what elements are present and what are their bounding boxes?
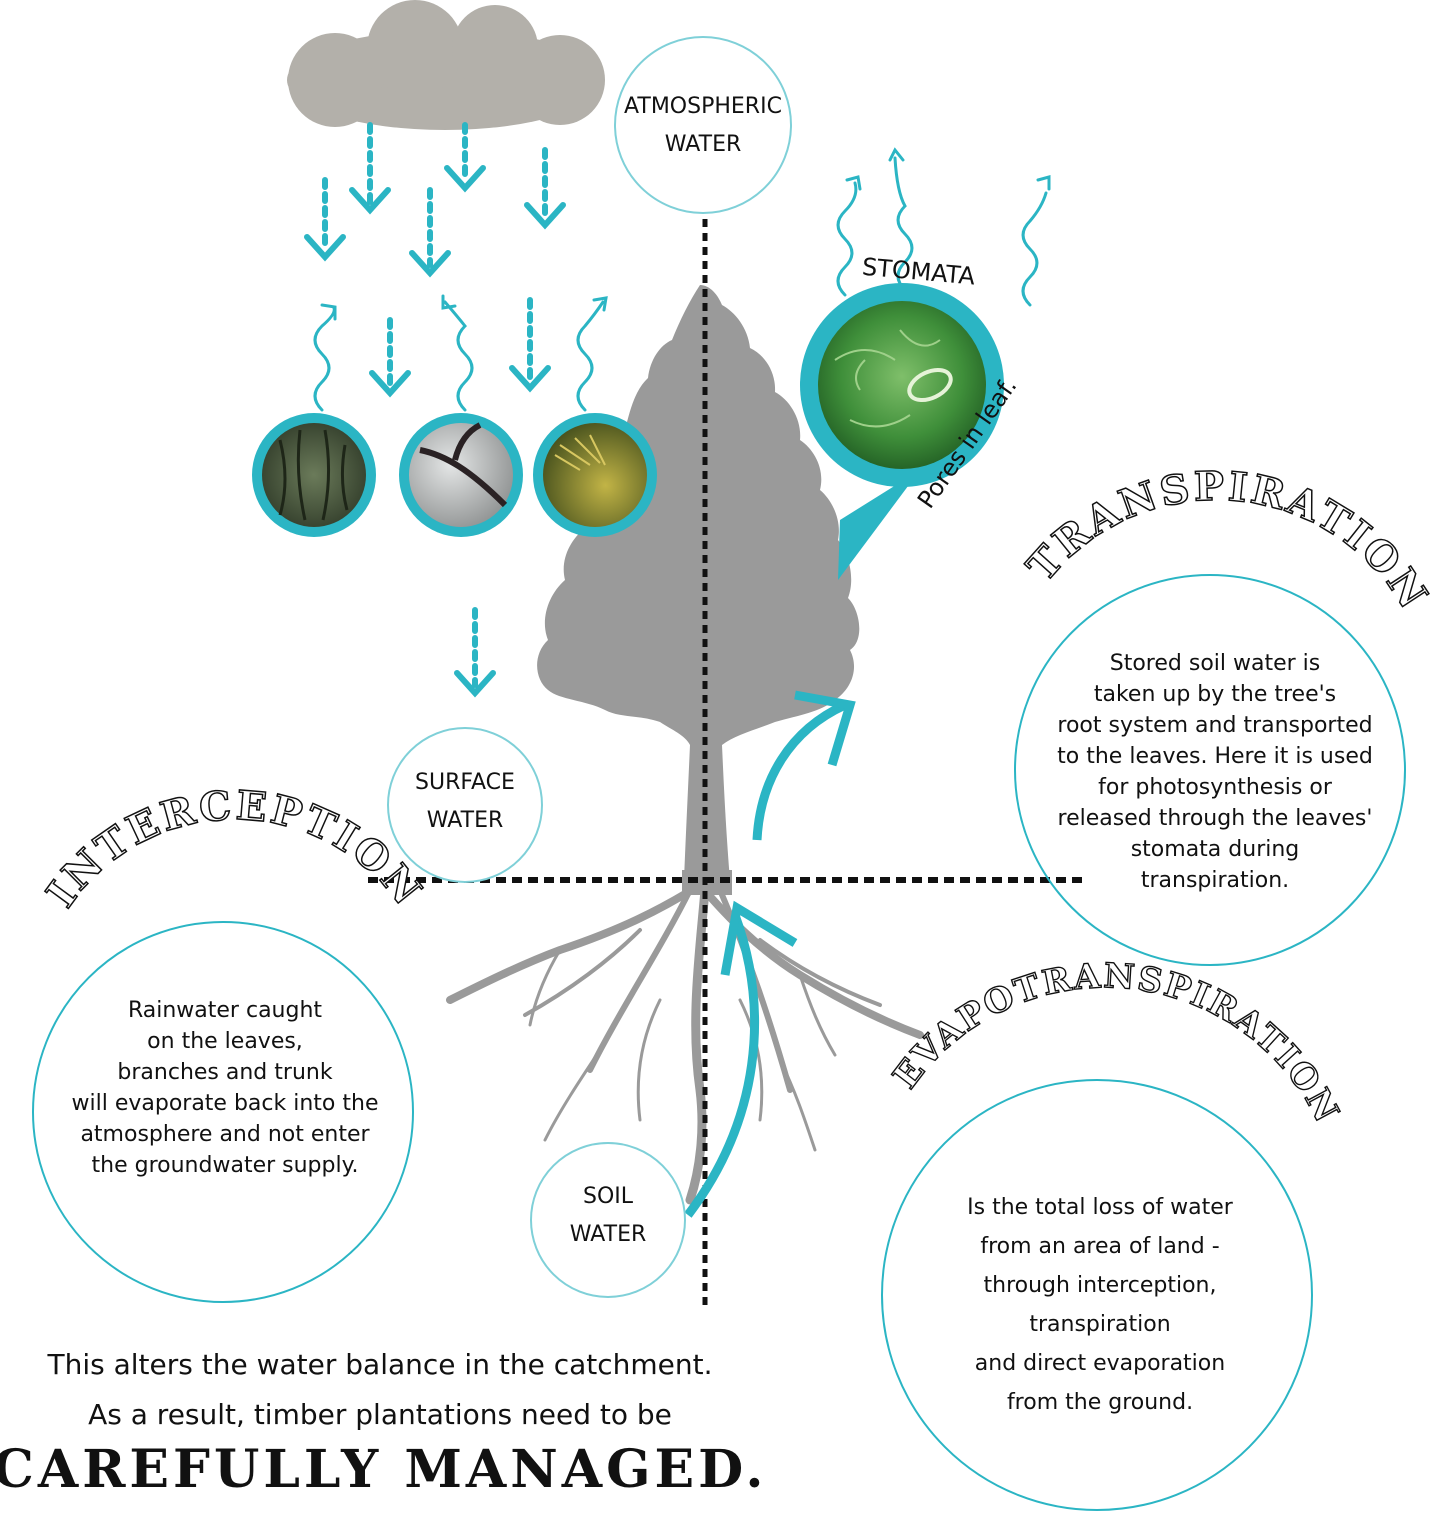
interception-line-3: branches and trunk	[117, 1060, 333, 1085]
evaporation-squiggles	[313, 147, 1051, 412]
closing-statement: This alters the water balance in the cat…	[0, 1340, 780, 1500]
transpiration-line-4: to the leaves. Here it is used	[1057, 744, 1373, 769]
stomata-photo	[800, 283, 1004, 580]
transpiration-line-3: root system and transported	[1057, 713, 1373, 738]
interception-line-2: on the leaves,	[147, 1029, 303, 1054]
evapo-line-2: from an area of land -	[980, 1234, 1220, 1259]
interception-line-6: the groundwater supply.	[91, 1153, 359, 1178]
closing-line-2: As a result, timber plantations need to …	[88, 1398, 672, 1431]
transpiration-line-8: transpiration.	[1140, 868, 1290, 893]
atmospheric-water-circle	[614, 36, 792, 214]
stomata-label: STOMATA	[861, 253, 977, 291]
interception-title: INTERCEPTION	[37, 782, 432, 916]
interception-circle	[32, 921, 414, 1303]
transpiration-line-7: stomata during	[1130, 837, 1300, 862]
rain-arrows	[304, 122, 566, 698]
closing-line-1: This alters the water balance in the cat…	[47, 1348, 713, 1381]
twig-photo	[399, 413, 523, 537]
surface-water-label: SURFACE WATER	[390, 764, 540, 840]
transpiration-circle	[1014, 574, 1406, 966]
transpiration-title: TRANSPIRATION	[1018, 463, 1438, 619]
atmospheric-water-label: ATMOSPHERIC WATER	[615, 88, 791, 164]
atmospheric-line-1: ATMOSPHERIC	[624, 94, 782, 119]
evapo-line-3: through interception,	[983, 1273, 1217, 1298]
atmospheric-line-2: WATER	[664, 132, 742, 157]
flow-arrows	[684, 690, 856, 1218]
interception-text: Rainwater caught on the leaves, branches…	[40, 995, 410, 1181]
surface-line-2: WATER	[426, 808, 504, 833]
transpiration-line-2: taken up by the tree's	[1093, 682, 1337, 707]
transpiration-line-6: released through the leaves'	[1057, 806, 1373, 831]
evapotranspiration-title: EVAPOTRANSPIRATION	[885, 956, 1347, 1130]
surface-water-circle	[387, 727, 543, 883]
evapotranspiration-circle	[881, 1079, 1313, 1511]
leaf-photo	[533, 413, 657, 537]
transpiration-text: Stored soil water is taken up by the tre…	[1020, 648, 1410, 896]
soil-line-1: SOIL	[582, 1184, 634, 1209]
soil-water-circle	[530, 1142, 686, 1298]
transpiration-line-1: Stored soil water is	[1109, 651, 1321, 676]
closing-emphasis: CAREFULLY MANAGED.	[0, 1439, 768, 1500]
interception-line-5: atmosphere and not enter	[80, 1122, 370, 1147]
interception-line-1: Rainwater caught	[127, 998, 323, 1023]
transpiration-line-5: for photosynthesis or	[1098, 775, 1332, 800]
surface-line-1: SURFACE	[415, 770, 515, 795]
soil-water-label: SOIL WATER	[533, 1178, 683, 1254]
cloud-icon	[287, 0, 605, 130]
roots	[446, 881, 924, 1205]
interception-line-4: will evaporate back into the	[71, 1091, 379, 1116]
evapotranspiration-text: Is the total loss of water from an area …	[900, 1188, 1300, 1422]
evapo-line-5: and direct evaporation	[974, 1351, 1226, 1376]
evapo-line-4: transpiration	[1029, 1312, 1171, 1337]
evapo-line-6: from the ground.	[1006, 1390, 1194, 1415]
bark-photo	[252, 413, 376, 537]
evapo-line-1: Is the total loss of water	[967, 1195, 1233, 1220]
soil-line-2: WATER	[569, 1222, 647, 1247]
